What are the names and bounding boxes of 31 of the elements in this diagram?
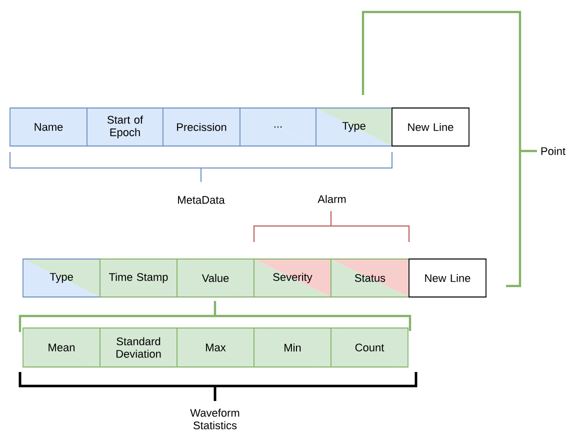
node-label: Time Stamp xyxy=(109,272,168,284)
field-cell: Count xyxy=(330,328,408,368)
field-cell: Start of Epoch xyxy=(86,108,164,146)
node-label: Standard Deviation xyxy=(116,337,161,358)
node-label: ... xyxy=(274,126,282,128)
field-cell: New Line xyxy=(392,108,470,146)
field-cell: Type xyxy=(22,258,100,298)
node-label: Min xyxy=(284,344,301,352)
node-label: Name xyxy=(34,123,63,131)
node-label: Value xyxy=(202,274,229,282)
bracket-label: Alarm xyxy=(318,194,346,204)
field-cell: Standard Deviation xyxy=(100,328,178,368)
node-label: Precission xyxy=(177,122,226,132)
field-cell: Max xyxy=(176,328,254,368)
field-cell: Status xyxy=(330,258,410,298)
node-label: Mean xyxy=(48,344,75,352)
field-cell: Severity xyxy=(254,258,332,298)
field-cell: Time Stamp xyxy=(100,258,178,298)
field-cell: Type xyxy=(316,108,392,146)
bracket-label: Waveform Statistics xyxy=(190,408,240,430)
field-cell: Precission xyxy=(162,108,240,146)
bracket-label: MetaData xyxy=(178,196,225,204)
field-cell: Min xyxy=(254,328,332,368)
field-cell: Name xyxy=(10,108,88,146)
field-cell: Value xyxy=(176,258,254,298)
bracket-label: Point xyxy=(541,146,566,156)
field-cell: ... xyxy=(240,108,316,146)
node-label: Max xyxy=(206,344,226,352)
node-label: Start of Epoch xyxy=(107,116,144,138)
field-cell: Mean xyxy=(22,328,100,368)
field-cell: New Line xyxy=(408,258,486,298)
